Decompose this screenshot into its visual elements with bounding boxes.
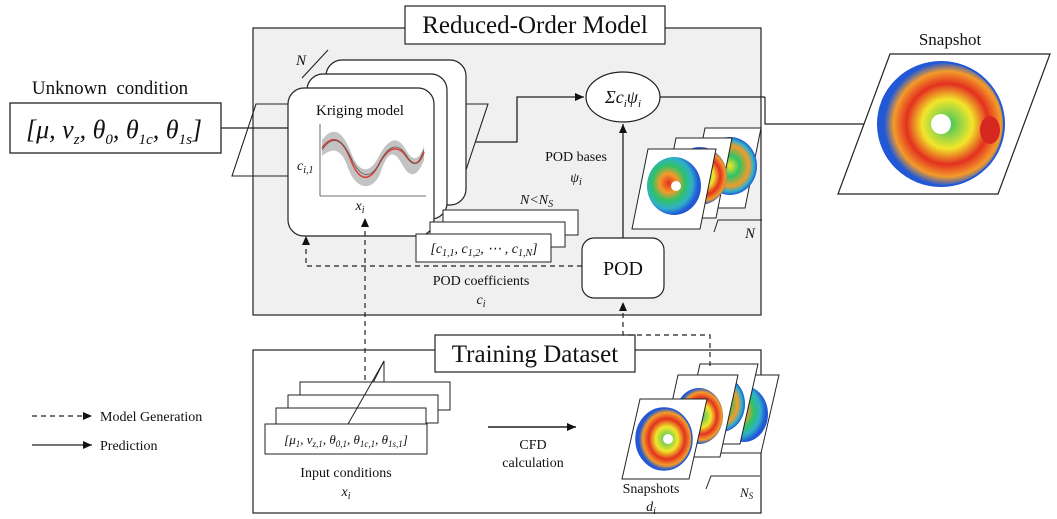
snapshots-symbol: di (646, 500, 656, 517)
cfd-line1: CFD (519, 438, 546, 453)
pod-coeff-label: POD coefficients (433, 274, 530, 289)
coeff-card-1 (415, 233, 552, 263)
snapshots-stack-label: NS (739, 485, 754, 501)
snapshot-hole (931, 114, 951, 134)
training-title-box (434, 334, 636, 373)
coeff-stack-label: N<NS (519, 193, 553, 210)
kriging-card-front (287, 87, 435, 237)
snapshots-bracket (705, 475, 760, 490)
kriging-x-label: xi (355, 199, 365, 216)
unknown-condition-box (9, 102, 222, 154)
input-card-1 (264, 423, 428, 455)
input-conditions-label: Input conditions (300, 466, 391, 481)
snapshots-hole (663, 434, 673, 444)
snapshot-disk-highlight (980, 116, 1000, 144)
kriging-y-label: ci,1 (297, 159, 314, 176)
pod-bases-label: POD bases (545, 150, 607, 165)
kriging-stack-bracket (301, 49, 329, 79)
rom-title: Reduced-Order Model (422, 12, 648, 39)
rom-title-box (404, 5, 666, 45)
pod-basis-hole (671, 181, 681, 191)
kriging-uncertainty-band (322, 131, 424, 187)
input-stack-spine (347, 360, 385, 425)
kriging-stack-label: N (295, 53, 307, 69)
training-title: Training Dataset (452, 341, 618, 368)
pod-bases-symbol: ψi (570, 171, 582, 188)
unknown-condition-vector: [μ, vz, θ0, θ1c, θ1s] (26, 115, 202, 148)
snapshots-label: Snapshots (623, 482, 680, 497)
pod-bases-stack-label: N (744, 226, 756, 242)
pod-to-kriging-dashed (302, 236, 582, 267)
unknown-condition-label: Unknown condition (32, 78, 189, 99)
cfd-line2: calculation (502, 456, 563, 471)
snapshots-to-pod-dashed (619, 302, 711, 366)
pod-bases-bracket (713, 219, 762, 233)
snapshot-label: Snapshot (919, 30, 982, 49)
input-conditions-symbol: xi (341, 485, 351, 502)
sum-to-snapshot-arrow-ext (764, 97, 888, 128)
kriging-title: Kriging model (316, 103, 404, 119)
sum-label: Σciψi (604, 87, 641, 110)
kriging-true-curve (321, 140, 425, 175)
kriging-to-sum-arrow (476, 93, 584, 143)
pod-coeff-symbol: ci (477, 293, 486, 310)
legend-prediction: Prediction (100, 439, 158, 454)
legend-model-generation: Model Generation (100, 410, 202, 425)
input-row: [μ1, vz,1, θ0,1, θ1c,1, θ1s,1] (284, 432, 408, 449)
pod-label: POD (603, 258, 643, 280)
coeff-row: [c1,1, c1,2, ⋯ , c1,N] (430, 242, 537, 259)
